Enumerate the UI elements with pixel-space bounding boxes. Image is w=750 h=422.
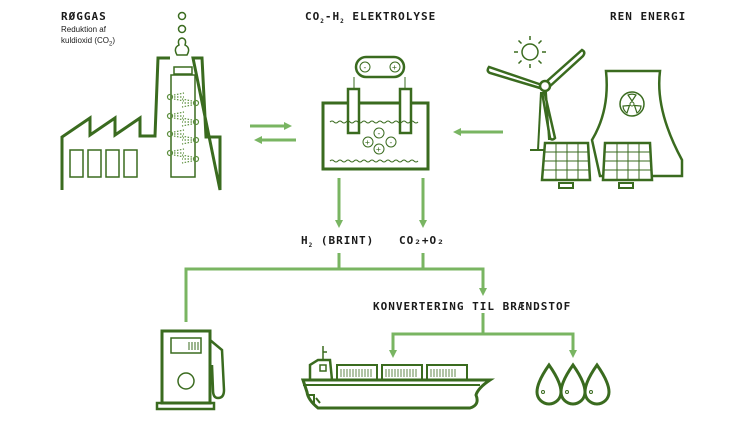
hydrogen-label: H2 (BRINT): [301, 234, 375, 250]
flue-gas-title: RØGGAS: [61, 10, 107, 23]
sun-icon: [514, 36, 546, 68]
svg-text:+: +: [365, 138, 370, 147]
fuel-drops-icon: [535, 362, 611, 406]
svg-text:+: +: [392, 63, 397, 72]
electrolysis-title: CO2-H2 ELEKTROLYSE: [305, 10, 437, 26]
output-flows: [184, 178, 577, 358]
factory-icon: [60, 11, 222, 191]
conversion-label: KONVERTERING TIL BRÆNDSTOF: [373, 300, 572, 313]
exchange-arrows: [250, 122, 296, 144]
nuclear-plant-icon: [590, 69, 684, 178]
flue-gas-subtitle-1: Reduktion af: [61, 25, 106, 34]
wind-turbine-icon: [486, 48, 586, 151]
clean-energy-title: REN ENERGI: [610, 10, 687, 23]
svg-text:-: -: [363, 63, 368, 72]
flue-gas-subtitle-2: kuldioxid (CO2): [61, 36, 116, 48]
co2-o2-label: CO₂+O₂: [399, 234, 445, 247]
cargo-ship-icon: [300, 346, 495, 410]
clean-energy-icon: [486, 36, 684, 189]
electrolysis-tank-icon: - + -+-+: [321, 55, 430, 171]
svg-text:+: +: [376, 145, 381, 154]
solar-panel-icon: [540, 141, 654, 189]
svg-text:-: -: [377, 129, 382, 138]
fuel-pump-icon: [155, 329, 226, 411]
svg-text:-: -: [389, 138, 394, 147]
